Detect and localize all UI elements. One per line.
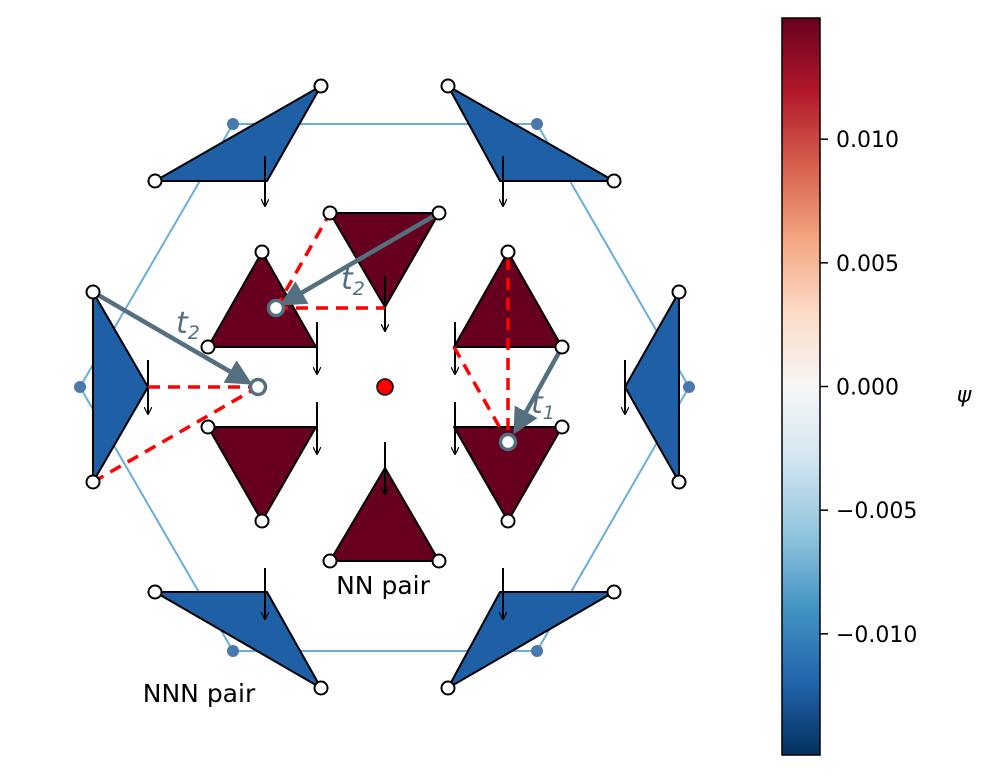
hop-target-site: [498, 432, 518, 452]
site: [200, 419, 216, 435]
hop-arrow-t2-left: [90, 289, 253, 385]
lattice-dot: [74, 381, 86, 393]
lattice-dot: [531, 645, 543, 657]
nn-bond: [452, 346, 510, 443]
outer-triangles: [92, 85, 680, 689]
nnn-bond: [92, 385, 259, 484]
site: [440, 78, 456, 94]
outer-triangle-left: [92, 291, 149, 483]
hop-label-t2-upper: t2: [341, 262, 365, 300]
inner-triangle-lower-left: [207, 426, 317, 522]
site: [554, 339, 570, 355]
colorbar-fill: [781, 17, 821, 756]
site: [606, 584, 622, 600]
colorbar-tick-label: 0.005: [836, 252, 899, 277]
site: [431, 553, 447, 569]
hop-label-subscript: 2: [188, 322, 200, 344]
site: [440, 680, 456, 696]
site: [147, 173, 163, 189]
nn-pair-label: NN pair: [336, 571, 430, 600]
site: [254, 513, 270, 529]
inner-triangles: [207, 212, 563, 562]
site: [313, 78, 329, 94]
hop-arrow-t1: [513, 344, 565, 435]
colorbar-tick-label: 0.000: [836, 376, 899, 401]
site: [85, 284, 101, 300]
lattice-dot: [531, 118, 543, 130]
site: [431, 205, 447, 221]
site: [606, 173, 622, 189]
lattice-sites: [85, 78, 687, 696]
hop-label-subscript: 1: [543, 402, 555, 424]
colorbar-label: ψ: [957, 383, 972, 408]
site: [554, 419, 570, 435]
highlighted-sites: [248, 298, 518, 452]
outer-triangle-bottom-left: [154, 591, 322, 689]
hop-label-base: t: [341, 262, 354, 297]
outer-triangle-right: [624, 291, 680, 483]
site: [500, 513, 516, 529]
site: [671, 474, 687, 490]
center-dot: [376, 378, 394, 396]
site: [313, 680, 329, 696]
colorbar-ticks: 0.010 0.005 0.000 −0.005 −0.010: [820, 128, 917, 648]
lattice-dot: [227, 645, 239, 657]
hop-label-t1: t1: [531, 386, 555, 424]
hop-arrows: [90, 210, 565, 435]
site: [322, 205, 338, 221]
colorbar-tick-label: 0.010: [836, 128, 899, 153]
hop-arrow-t2-upper: [279, 210, 442, 306]
hop-target-site: [248, 377, 268, 397]
nnn-pair-label: NNN pair: [143, 679, 256, 708]
colorbar: 0.010 0.005 0.000 −0.005 −0.010 ψ: [781, 17, 972, 756]
lattice-dot: [227, 118, 239, 130]
hop-label-base: t: [531, 386, 544, 421]
dashed-bonds: [92, 212, 510, 484]
hop-target-site: [266, 298, 286, 318]
site: [500, 244, 516, 260]
lattice-corner-dots: [74, 118, 695, 657]
hop-label-base: t: [176, 306, 189, 341]
outer-triangle-top-left: [154, 85, 322, 182]
site: [85, 474, 101, 490]
inner-triangle-bottom: [329, 467, 440, 562]
nn-bond: [274, 212, 332, 309]
lattice-dot: [683, 381, 695, 393]
site: [671, 284, 687, 300]
site: [254, 244, 270, 260]
site: [322, 553, 338, 569]
hop-label-t2-left: t2: [176, 306, 200, 344]
colorbar-tick-label: −0.005: [836, 499, 917, 524]
site: [147, 584, 163, 600]
outer-triangle-bottom-right: [447, 591, 615, 689]
colorbar-tick-label: −0.010: [836, 623, 917, 648]
hop-label-subscript: 2: [353, 278, 365, 300]
site: [200, 339, 216, 355]
outer-triangle-top-right: [447, 85, 615, 182]
